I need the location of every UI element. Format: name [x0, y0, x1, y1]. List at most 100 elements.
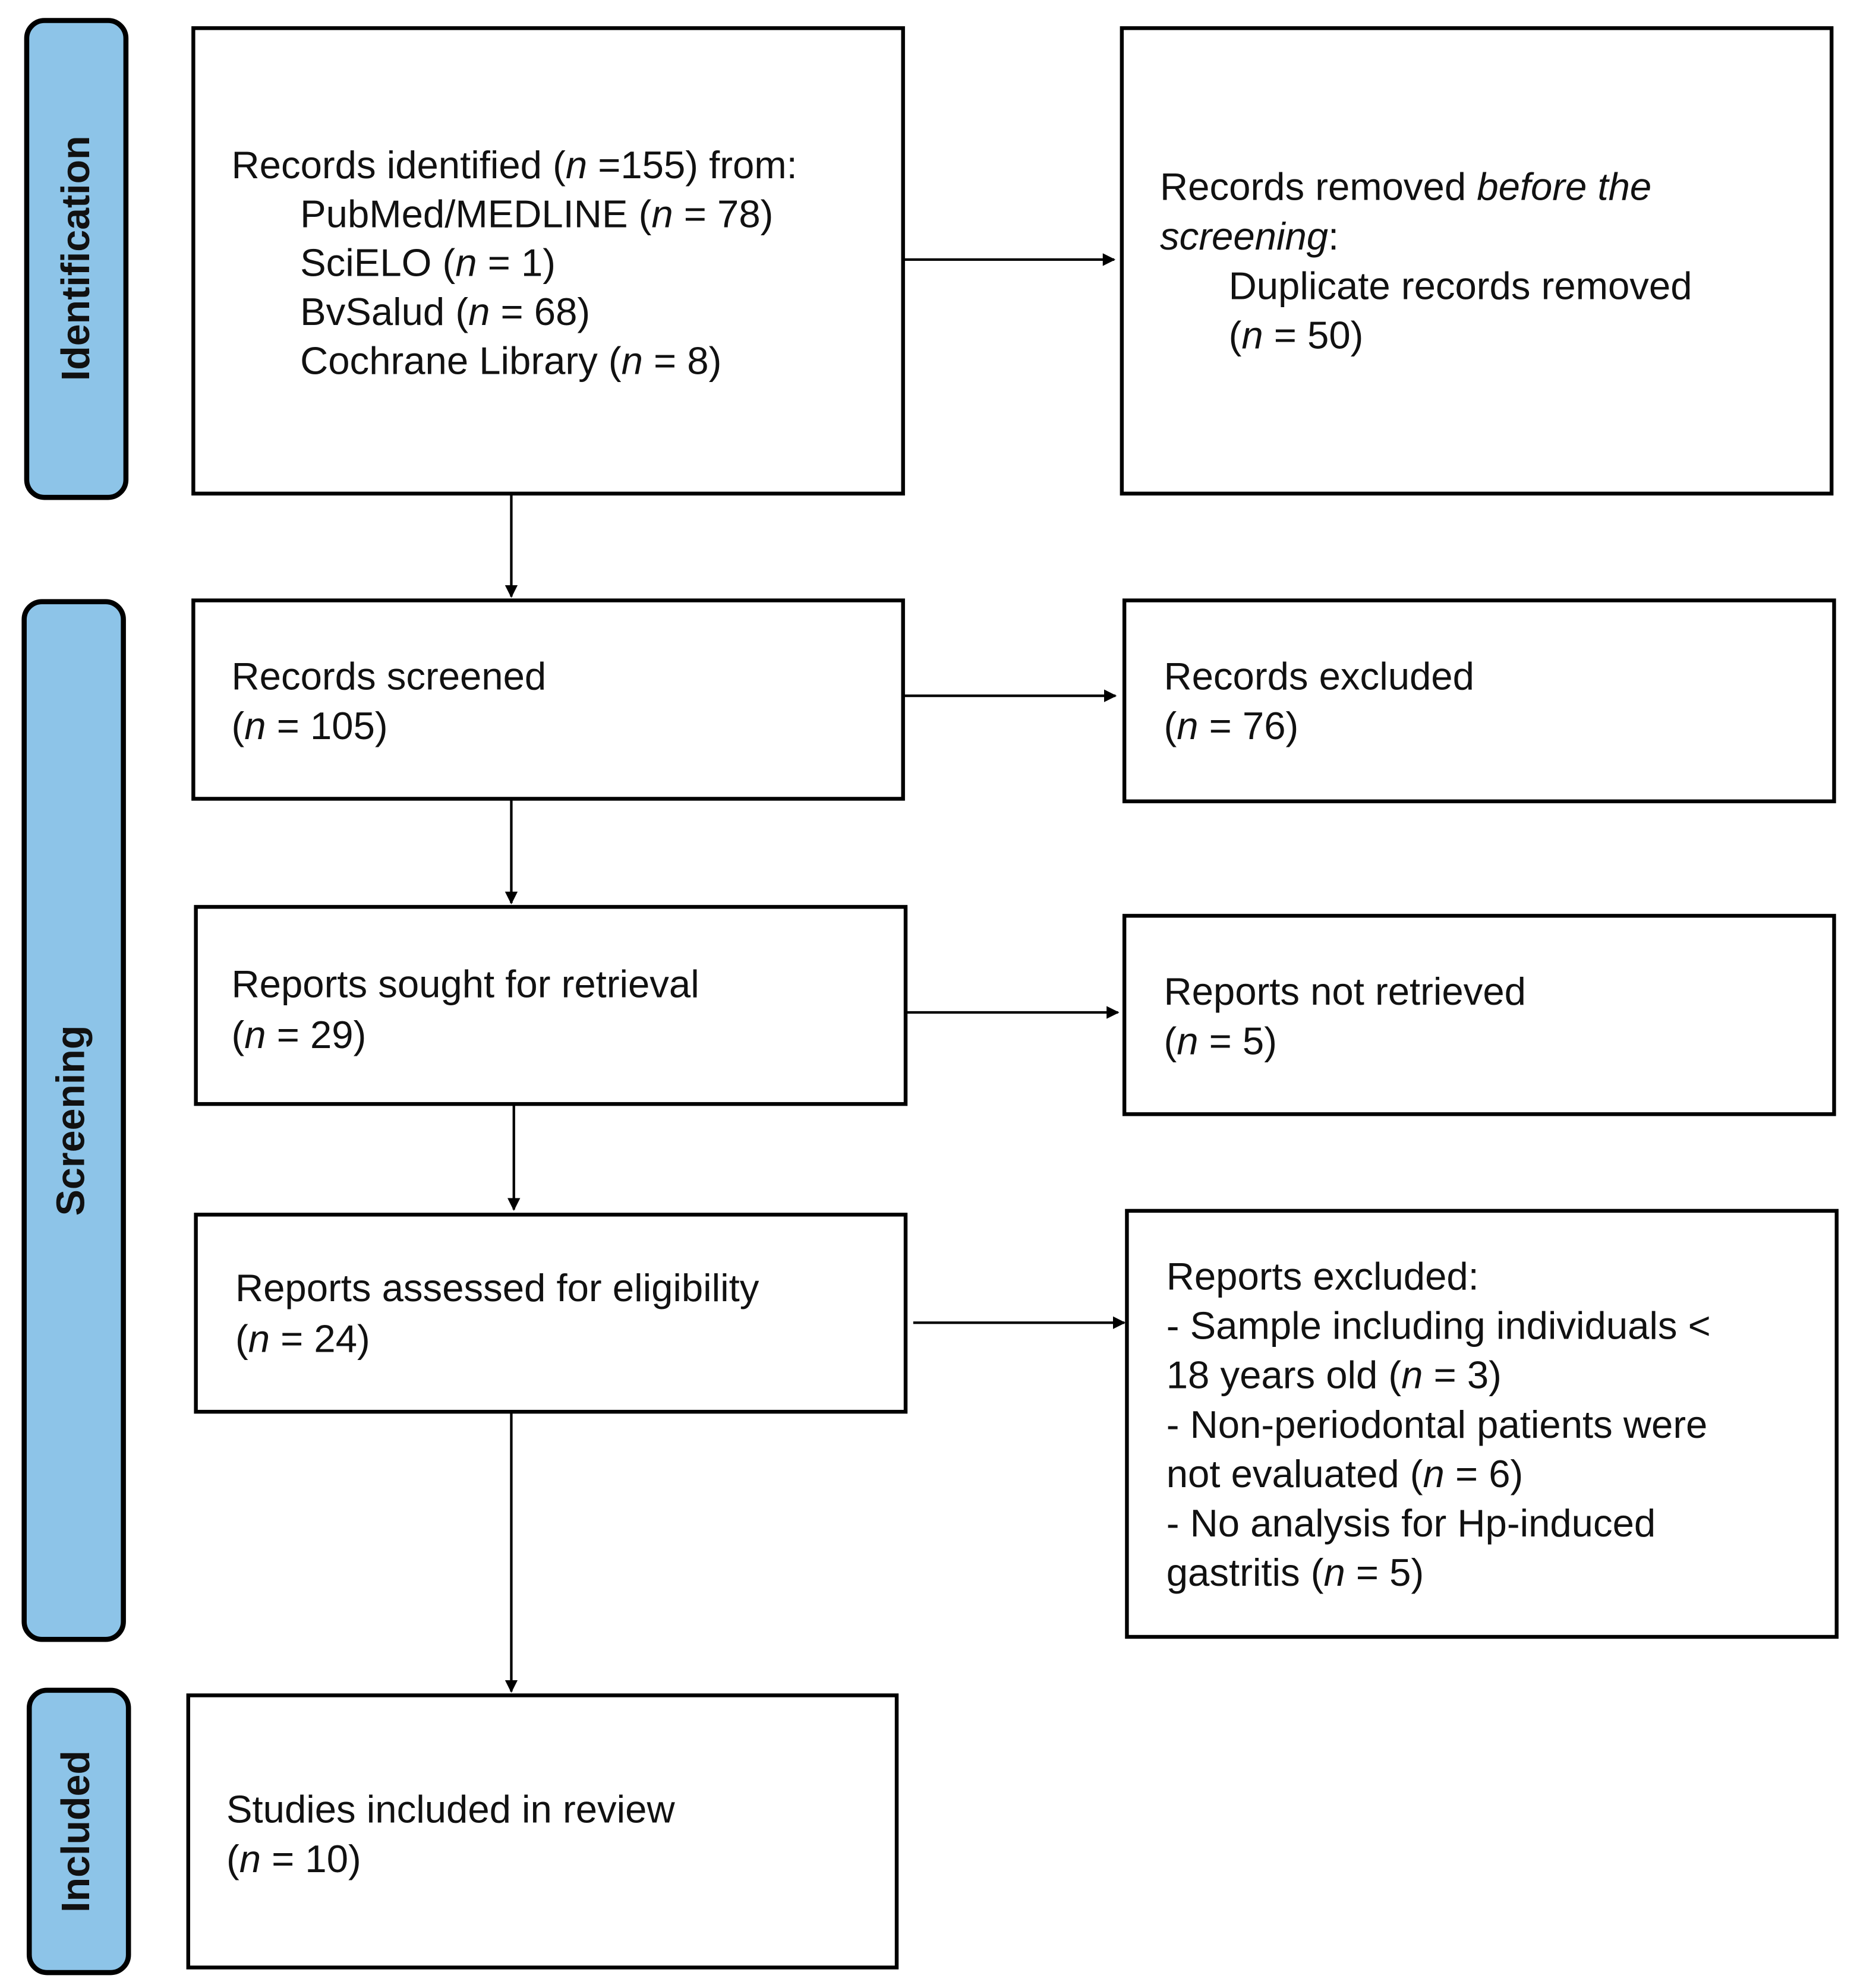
text-segment: = 10): [261, 1837, 361, 1880]
italic-text: n: [1323, 1551, 1345, 1594]
italic-text: n: [1401, 1353, 1423, 1397]
stage-included-label: Included: [54, 1750, 98, 1913]
box-text-line: not evaluated (n = 6): [1166, 1452, 1524, 1495]
box-border: [191, 598, 905, 801]
italic-text: n: [1241, 314, 1263, 357]
box-reports-excluded: Reports excluded: - Sample including indi…: [1125, 1208, 1839, 1639]
text-segment: SciELO (: [300, 241, 455, 285]
stage-screening: Screening: [21, 599, 126, 1642]
box-border: [1122, 914, 1836, 1116]
stage-included: Included: [26, 1687, 131, 1976]
italic-text: n: [651, 192, 673, 235]
box-text-line: screening:: [1160, 214, 1339, 258]
italic-text: n: [1423, 1452, 1445, 1495]
text-segment: Reports excluded:: [1166, 1255, 1479, 1298]
box-text-line: Records identified (n =155) from:: [232, 143, 797, 187]
box-reports-not-retrieved: Reports not retrieved (n = 5): [1122, 914, 1836, 1116]
box-text-line: PubMed/MEDLINE (n = 78): [300, 192, 773, 235]
box-text-line: SciELO (n = 1): [300, 241, 556, 285]
box-text-line: Records screened: [232, 654, 547, 698]
box-reports-assessed: Reports assessed for eligibility (n = 24): [194, 1213, 908, 1414]
text-segment: - Non-periodontal patients were: [1166, 1403, 1708, 1446]
text-segment: (: [232, 1013, 245, 1056]
text-segment: = 6): [1445, 1452, 1523, 1495]
box-text-line: (n = 105): [232, 704, 388, 747]
text-segment: = 24): [270, 1317, 370, 1361]
box-text-line: Reports not retrieved: [1164, 970, 1525, 1013]
text-segment: = 29): [266, 1013, 367, 1056]
box-text-line: gastritis (n = 5): [1166, 1551, 1424, 1594]
text-segment: Records screened: [232, 654, 547, 698]
text-segment: (: [1164, 704, 1177, 747]
box-records-excluded: Records excluded (n = 76): [1122, 598, 1836, 803]
box-text-line: Studies included in review: [226, 1787, 675, 1831]
text-segment: = 3): [1423, 1353, 1501, 1397]
text-segment: Duplicate records removed: [1229, 264, 1692, 307]
text-segment: (: [1229, 314, 1242, 357]
text-segment: (: [226, 1837, 239, 1880]
text-segment: BvSalud (: [300, 290, 468, 333]
italic-text: n: [244, 1013, 266, 1056]
italic-text: n: [239, 1837, 261, 1880]
box-text-line: (n = 76): [1164, 704, 1298, 747]
box-border: [1122, 598, 1836, 803]
text-segment: =155) from:: [587, 143, 797, 187]
box-border: [1125, 1208, 1839, 1639]
box-text-line: Reports assessed for eligibility: [235, 1266, 759, 1309]
box-text-line: Reports excluded:: [1166, 1255, 1479, 1298]
text-segment: = 5): [1345, 1551, 1424, 1594]
text-segment: = 8): [643, 339, 721, 383]
text-segment: Reports not retrieved: [1164, 970, 1525, 1013]
text-segment: gastritis (: [1166, 1551, 1324, 1594]
box-records-removed: Records removed before the screening: Dupl…: [1120, 26, 1834, 496]
italic-text: n: [622, 339, 643, 383]
box-studies-included: Studies included in review (n = 10): [186, 1693, 899, 1970]
box-border: [194, 905, 908, 1106]
box-text-line: (n = 29): [232, 1013, 367, 1056]
text-segment: = 76): [1199, 704, 1299, 747]
box-reports-sought: Reports sought for retrieval (n = 29): [194, 905, 908, 1106]
italic-text: screening: [1160, 214, 1328, 258]
text-segment: Reports assessed for eligibility: [235, 1266, 759, 1309]
box-border: [194, 1213, 908, 1414]
text-segment: (: [235, 1317, 248, 1361]
text-segment: Studies included in review: [226, 1787, 675, 1831]
text-segment: :: [1328, 214, 1339, 258]
box-border: [1120, 26, 1834, 496]
italic-text: n: [1177, 704, 1198, 747]
text-segment: = 105): [266, 704, 388, 747]
box-border: [186, 1693, 899, 1970]
box-records-identified: Records identified (n =155) from:PubMed/…: [191, 26, 905, 496]
box-text-line: - Sample including individuals <: [1166, 1304, 1711, 1348]
text-segment: Records identified (: [232, 143, 566, 187]
box-text-line: (n = 50): [1229, 314, 1364, 357]
box-records-screened: Records screened (n = 105): [191, 598, 905, 801]
box-text-line: Records removed before the: [1160, 165, 1651, 208]
text-segment: = 78): [673, 192, 774, 235]
box-text-line: Reports sought for retrieval: [232, 962, 699, 1005]
text-segment: = 68): [490, 290, 590, 333]
box-text-line: (n = 5): [1164, 1020, 1276, 1063]
text-segment: (: [232, 704, 245, 747]
text-segment: PubMed/MEDLINE (: [300, 192, 651, 235]
stage-screening-label: Screening: [49, 1025, 93, 1216]
text-segment: (: [1164, 1020, 1177, 1063]
italic-text: n: [248, 1317, 270, 1361]
box-text-line: - Non-periodontal patients were: [1166, 1403, 1708, 1446]
italic-text: before the: [1477, 165, 1651, 208]
stage-identification-label: Identification: [54, 135, 98, 381]
box-text-line: - No analysis for Hp-induced: [1166, 1501, 1656, 1545]
text-segment: - No analysis for Hp-induced: [1166, 1501, 1656, 1545]
italic-text: n: [1177, 1020, 1198, 1063]
text-segment: - Sample including individuals <: [1166, 1304, 1711, 1348]
italic-text: n: [455, 241, 477, 285]
italic-text: n: [468, 290, 490, 333]
text-segment: Records excluded: [1164, 654, 1474, 698]
text-segment: = 5): [1199, 1020, 1277, 1063]
text-segment: Records removed: [1160, 165, 1477, 208]
text-segment: = 1): [477, 241, 556, 285]
text-segment: = 50): [1263, 314, 1364, 357]
box-text-line: (n = 24): [235, 1317, 370, 1361]
italic-text: n: [566, 143, 587, 187]
italic-text: n: [244, 704, 266, 747]
